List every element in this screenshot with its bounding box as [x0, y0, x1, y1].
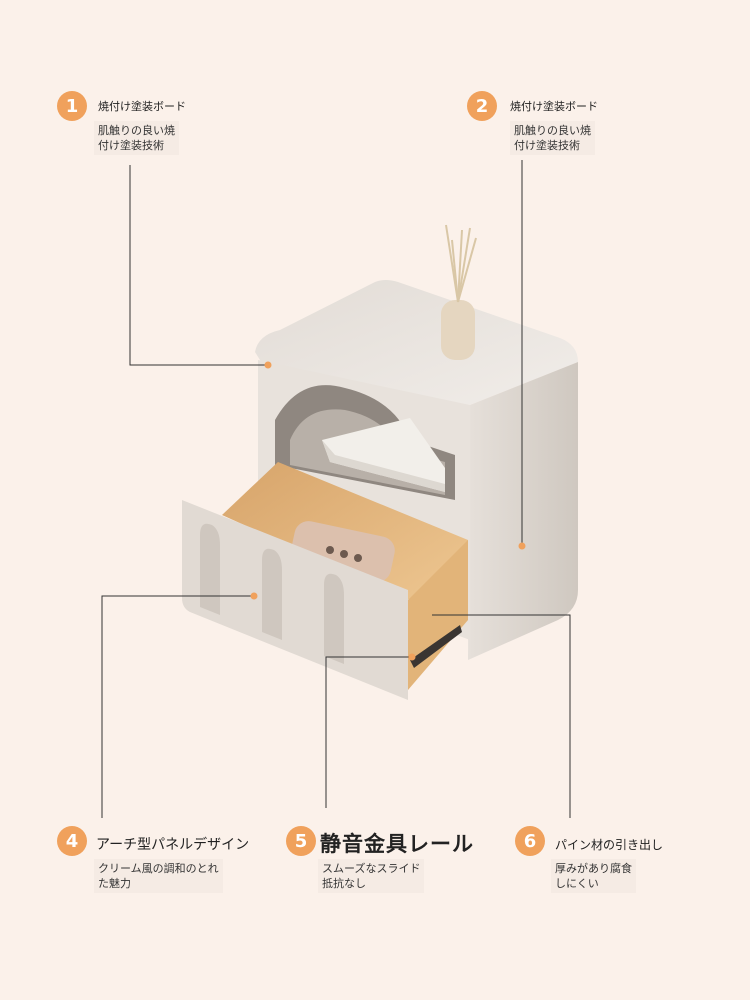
vase — [441, 300, 475, 360]
leader-line-5 — [325, 656, 412, 808]
badge-1: 1 — [57, 91, 87, 121]
book-stack — [322, 418, 445, 492]
badge-4: 4 — [57, 826, 87, 856]
callout-1-desc: 肌触りの良い焼 付け塗装技術 — [94, 121, 179, 155]
callout-5-desc-line1: スムーズなスライド — [322, 862, 421, 875]
badge-5: 5 — [286, 826, 316, 856]
leader-line-6 — [432, 614, 571, 818]
cabinet-top — [255, 280, 578, 405]
callout-6-desc-line2: しにくい — [555, 877, 599, 890]
callout-1-desc-line1: 肌触りの良い焼 — [98, 124, 175, 137]
callout-2-desc-line1: 肌触りの良い焼 — [514, 124, 591, 137]
callout-5-desc-line2: 抵抗なし — [322, 877, 366, 890]
badge-2: 2 — [467, 91, 497, 121]
callout-4-desc-line2: た魅力 — [98, 877, 131, 890]
callout-6-desc: 厚みがあり腐食 しにくい — [551, 859, 636, 893]
callout-6-title: パイン材の引き出し — [555, 838, 664, 852]
leader-line-1 — [129, 165, 268, 366]
badge-6: 6 — [515, 826, 545, 856]
callout-5-title: 静音金具レール — [320, 832, 474, 856]
cabinet-side — [468, 362, 578, 660]
callout-4-title: アーチ型パネルデザイン — [96, 837, 250, 853]
callout-4-desc-line1: クリーム風の調和のとれ — [98, 862, 219, 875]
drawer-front — [182, 500, 408, 700]
callout-2-desc: 肌触りの良い焼 付け塗装技術 — [510, 121, 595, 155]
callout-1-title: 焼付け塗装ボード — [98, 100, 186, 113]
leader-line-4 — [101, 595, 254, 818]
callout-2-desc-line2: 付け塗装技術 — [514, 139, 580, 152]
callout-4-desc: クリーム風の調和のとれ た魅力 — [94, 859, 223, 893]
callout-1-desc-line2: 付け塗装技術 — [98, 139, 164, 152]
callout-5-desc: スムーズなスライド 抵抗なし — [318, 859, 425, 893]
callout-2-title: 焼付け塗装ボード — [510, 100, 598, 113]
callout-6-desc-line1: 厚みがあり腐食 — [555, 862, 632, 875]
